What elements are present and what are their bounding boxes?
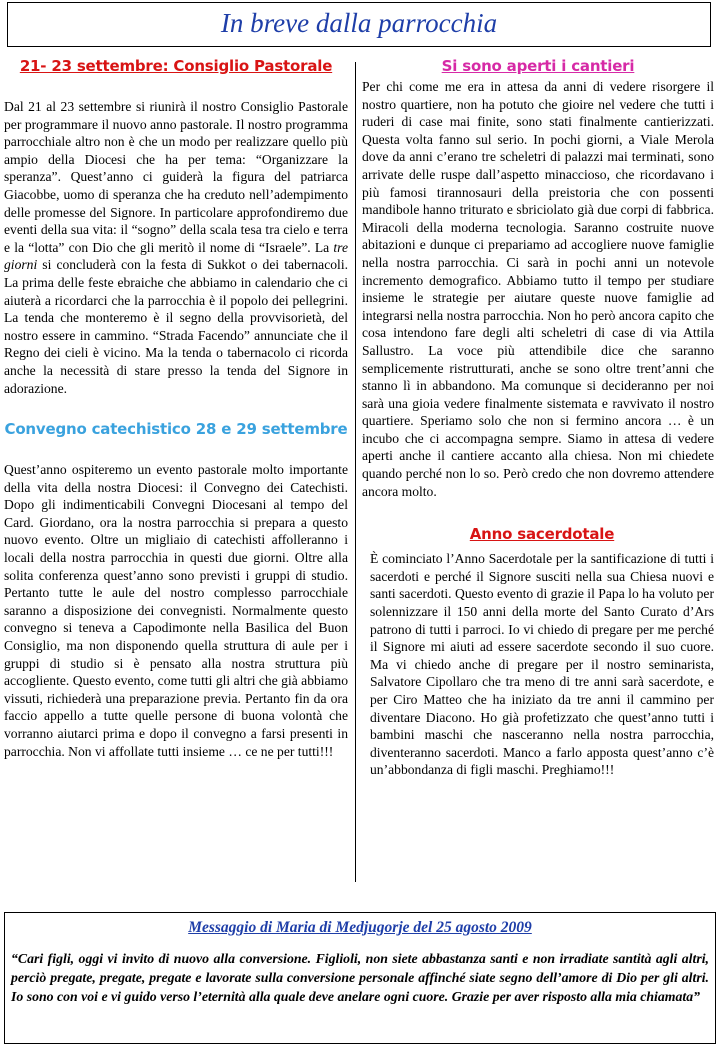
section-text-consiglio: Dal 21 al 23 settembre si riunirà il nos… — [4, 98, 348, 397]
section-text-convegno: Quest’anno ospiteremo un evento pastoral… — [4, 462, 348, 759]
column-divider — [355, 62, 356, 882]
header-box: In breve dalla parrocchia — [7, 2, 711, 47]
left-column: 21- 23 settembre: Consiglio Pastorale Da… — [4, 56, 348, 760]
section-consiglio-pastorale: 21- 23 settembre: Consiglio Pastorale Da… — [4, 56, 348, 397]
message-box: Messaggio di Maria di Medjugorje del 25 … — [4, 912, 716, 1044]
section-title-consiglio: 21- 23 settembre: Consiglio Pastorale — [19, 57, 333, 75]
section-cantieri: Si sono aperti i cantieri Per chi come m… — [362, 56, 714, 500]
section-convegno-catechistico: Convegno catechistico 28 e 29 settembre … — [4, 419, 348, 760]
page-title: In breve dalla parrocchia — [220, 8, 498, 38]
section-title-cantieri: Si sono aperti i cantieri — [441, 57, 635, 75]
text-part-a: Dal 21 al 23 settembre si riunirà il nos… — [4, 99, 348, 255]
section-text-anno-sacerdotale: È cominciato l’Anno Sacerdotale per la s… — [370, 551, 714, 778]
message-title: Messaggio di Maria di Medjugorje del 25 … — [188, 919, 532, 936]
section-title-anno-sacerdotale: Anno sacerdotale — [469, 525, 615, 544]
message-text: “Cari figli, oggi vi invito di nuovo all… — [11, 951, 709, 1004]
right-column: Si sono aperti i cantieri Per chi come m… — [362, 56, 714, 779]
section-anno-sacerdotale: Anno sacerdotale È cominciato l’Anno Sac… — [362, 524, 714, 779]
section-text-cantieri: Per chi come me era in attesa da anni di… — [362, 79, 714, 499]
text-emphasis: tre giorni — [4, 239, 348, 273]
section-title-convegno: Convegno catechistico 28 e 29 settembre — [4, 420, 348, 439]
text-part-b: si concluderà con la festa di Sukkot o d… — [4, 257, 348, 396]
